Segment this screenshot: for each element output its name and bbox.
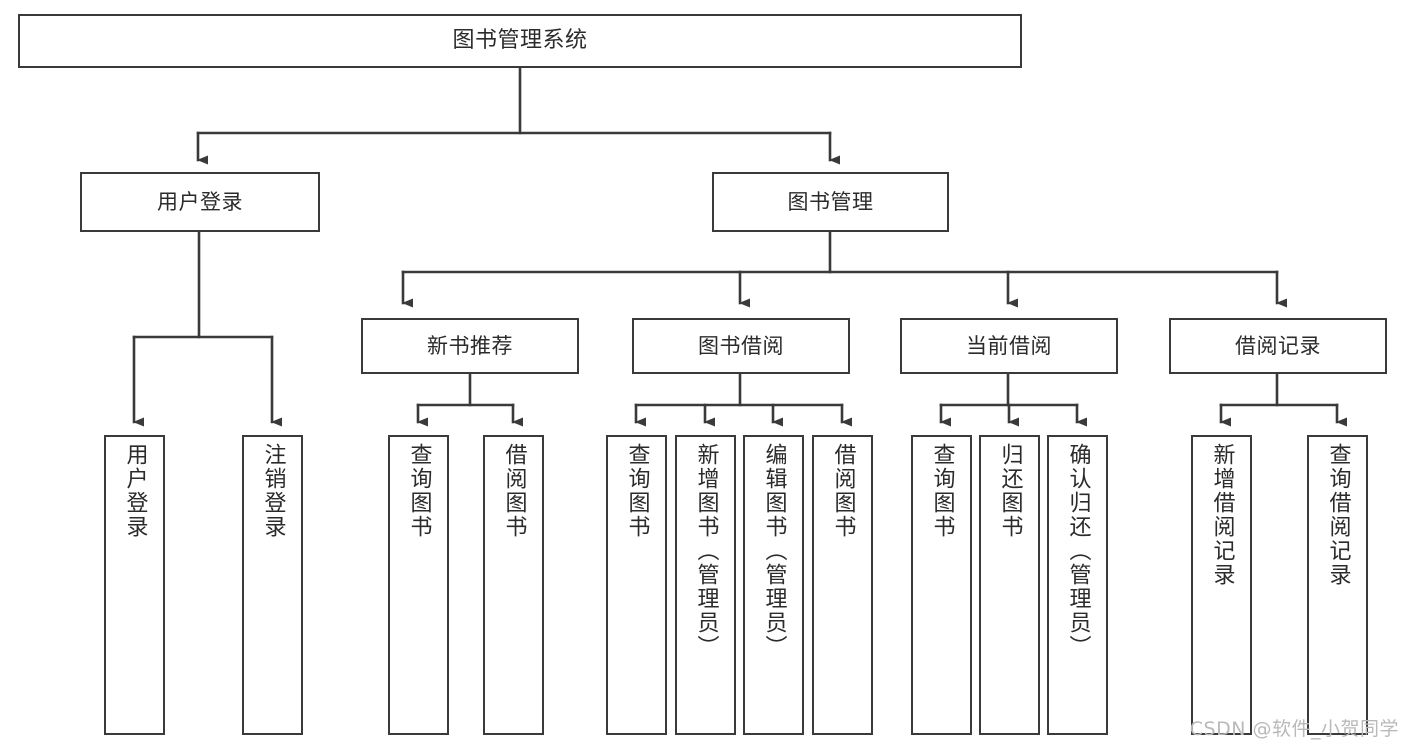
node-label: 借阅记录: [1235, 333, 1321, 358]
leaf-add-book-admin[interactable]: 新增图书（管理员）: [675, 435, 736, 735]
node-label: 归还图书: [997, 443, 1023, 539]
node-label: 查询图书: [624, 443, 650, 539]
node-label: 图书管理系统: [452, 28, 588, 54]
leaf-edit-book-admin[interactable]: 编辑图书（管理员）: [743, 435, 804, 735]
node-label: 注销登录: [260, 443, 286, 539]
node-label: 图书管理: [787, 189, 874, 214]
leaf-borrow-books-recommend[interactable]: 借阅图书: [483, 435, 544, 735]
leaf-query-books-borrow[interactable]: 查询图书: [606, 435, 667, 735]
node-new-book-recommend[interactable]: 新书推荐: [361, 318, 579, 374]
node-label: 图书借阅: [698, 333, 784, 358]
leaf-logout[interactable]: 注销登录: [242, 435, 303, 735]
leaf-add-borrow-record[interactable]: 新增借阅记录: [1191, 435, 1252, 735]
node-label: 当前借阅: [966, 333, 1052, 358]
leaf-user-login[interactable]: 用户登录: [104, 435, 165, 735]
node-current-borrow[interactable]: 当前借阅: [900, 318, 1118, 374]
node-label: 借阅图书: [830, 443, 856, 539]
node-user-login[interactable]: 用户登录: [80, 172, 320, 232]
node-label: 编辑图书（管理员）: [761, 443, 787, 659]
node-label: 借阅图书: [501, 443, 527, 539]
node-label: 用户登录: [122, 443, 148, 539]
leaf-borrow-books[interactable]: 借阅图书: [812, 435, 873, 735]
node-label: 查询图书: [406, 443, 432, 539]
node-borrow-record[interactable]: 借阅记录: [1169, 318, 1387, 374]
node-root-system[interactable]: 图书管理系统: [18, 14, 1022, 68]
node-label: 查询图书: [929, 443, 955, 539]
node-label: 用户登录: [157, 189, 243, 214]
csdn-watermark: CSDN @软件_小贺同学: [1189, 718, 1399, 740]
node-book-borrow[interactable]: 图书借阅: [632, 318, 850, 374]
leaf-query-borrow-record[interactable]: 查询借阅记录: [1307, 435, 1368, 735]
leaf-confirm-return-admin[interactable]: 确认归还（管理员）: [1047, 435, 1108, 735]
node-book-management[interactable]: 图书管理: [712, 172, 949, 232]
node-label: 新增图书（管理员）: [693, 443, 719, 659]
node-label: 新增借阅记录: [1209, 443, 1235, 587]
leaf-return-books[interactable]: 归还图书: [979, 435, 1040, 735]
leaf-query-books-recommend[interactable]: 查询图书: [388, 435, 449, 735]
node-label: 查询借阅记录: [1325, 443, 1351, 587]
node-label: 确认归还（管理员）: [1065, 443, 1091, 659]
leaf-query-books-current[interactable]: 查询图书: [911, 435, 972, 735]
node-label: 新书推荐: [427, 333, 513, 358]
